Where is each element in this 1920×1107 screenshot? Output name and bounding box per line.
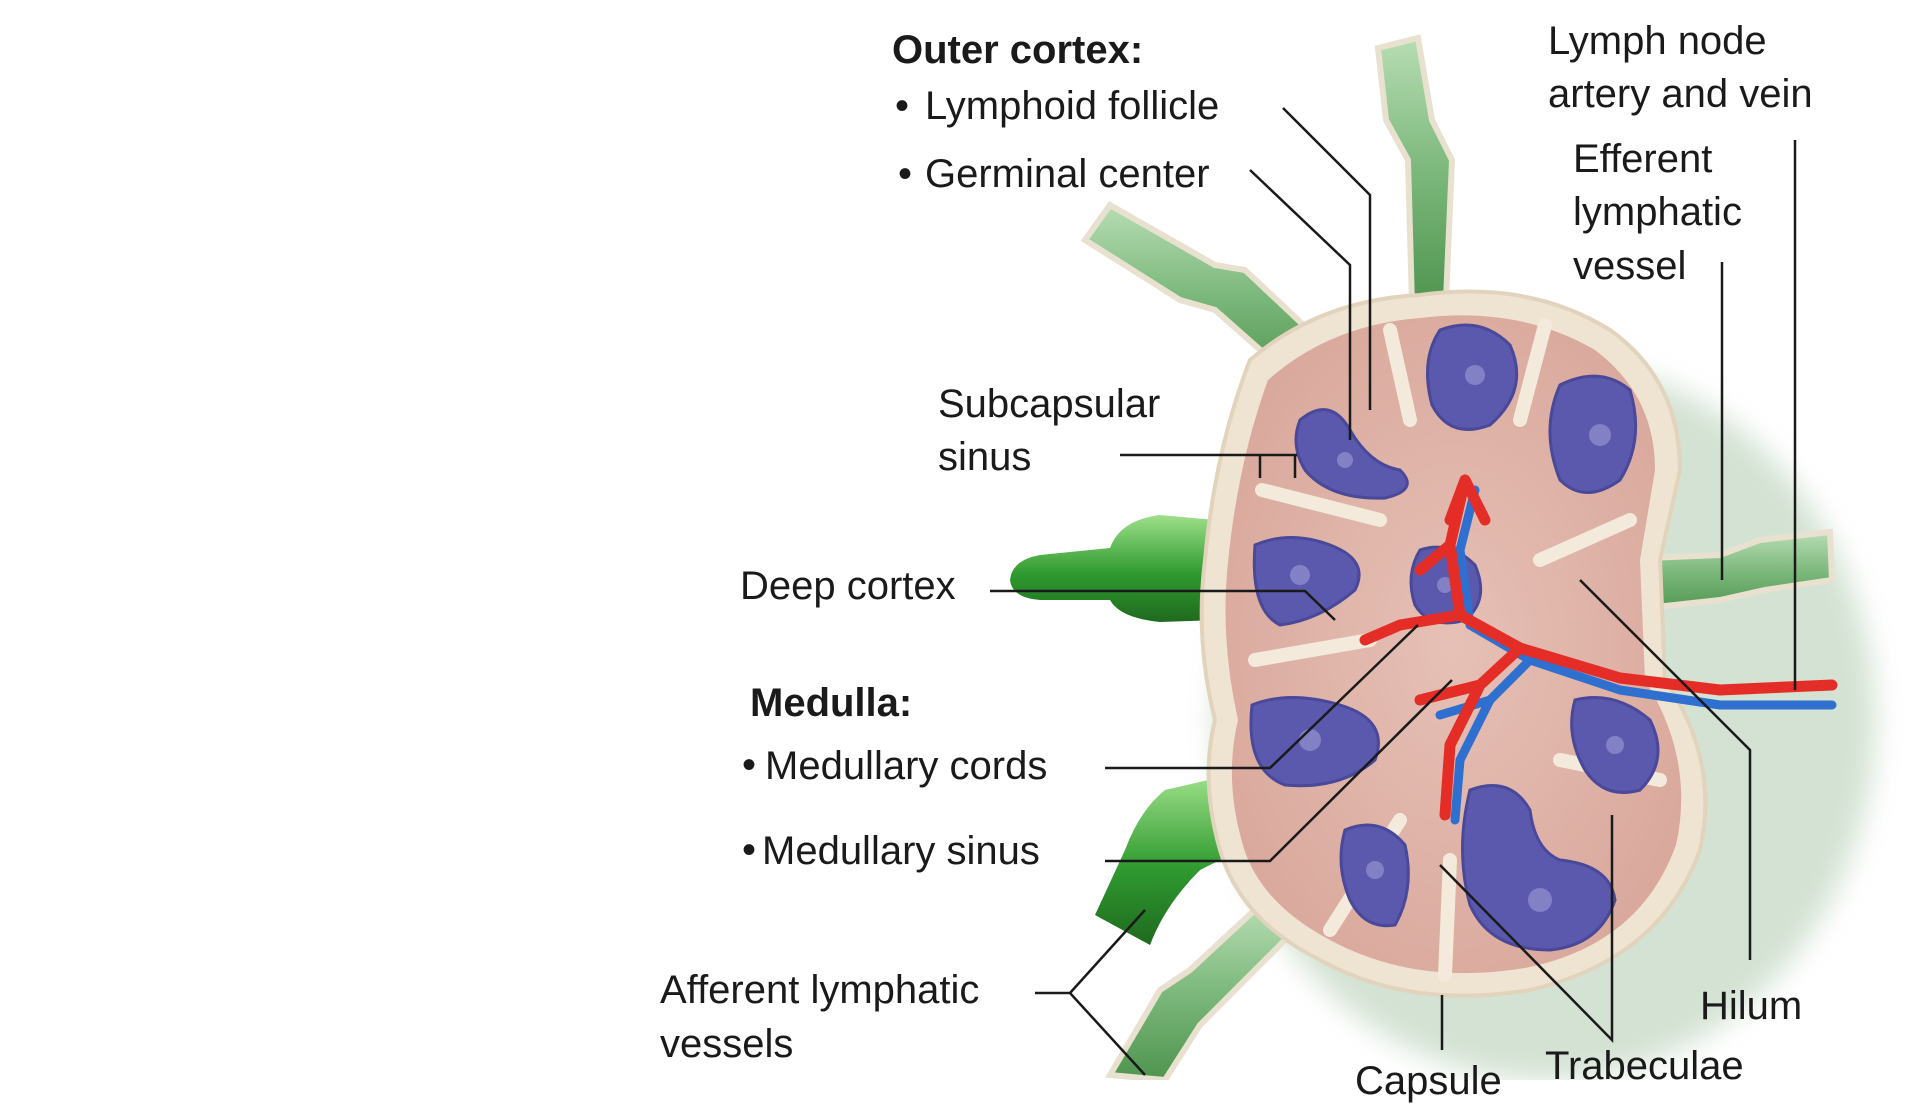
artery: [1359, 474, 1838, 821]
label-outer-cortex: Outer cortex:: [892, 28, 1144, 72]
label-deep-cortex: Deep cortex: [740, 564, 956, 608]
bullet-medullary-sinus: •: [742, 828, 757, 872]
follicle-texture: [1290, 365, 1624, 912]
leader-medullary-sinus: [1105, 679, 1453, 863]
bullet-medullary-cords: •: [742, 743, 757, 787]
leader-medullary-cords: [1105, 624, 1419, 770]
label-subcapsular-sinus: Subcapsular: [938, 382, 1161, 426]
leader-trabeculae: [1439, 815, 1614, 1044]
label-medullary-cords: Medullary cords: [765, 744, 1048, 788]
follicle: [1461, 784, 1617, 952]
bullet-lymphoid-follicle: •: [895, 84, 910, 128]
leader-subcapsular-sinus: [1120, 453, 1297, 478]
label-afferent-vessels-line2: vessels: [660, 1022, 794, 1066]
label-lymph-node-artery: Lymph node: [1548, 19, 1767, 63]
afferent-vessel-left: [1010, 515, 1220, 622]
leader-deep-cortex: [990, 589, 1336, 621]
label-lymphoid-follicle: Lymphoid follicle: [925, 84, 1220, 128]
leader-afferent-vessels: [1035, 909, 1146, 1076]
afferent-vessel-top: [1374, 34, 1456, 309]
blood-vessels: [1359, 474, 1838, 825]
label-medulla: Medulla:: [750, 681, 913, 725]
leader-lines: [990, 107, 1797, 1076]
bullet-germinal-center: •: [898, 152, 913, 196]
lymph-node-body: [1199, 289, 1708, 998]
lymph-node-illustration: [990, 34, 1875, 1080]
label-efferent-vessel-line3: vessel: [1573, 244, 1687, 288]
label-subcapsular-sinus-line2: sinus: [938, 435, 1032, 479]
leader-lymphoid-follicle: [1282, 107, 1372, 410]
follicle: [1294, 408, 1409, 500]
leader-hilum: [1579, 579, 1752, 960]
label-trabeculae: Trabeculae: [1545, 1044, 1744, 1088]
label-capsule: Capsule: [1355, 1059, 1502, 1103]
label-medullary-sinus: Medullary sinus: [762, 829, 1040, 873]
label-germinal-center: Germinal center: [925, 152, 1210, 196]
label-hilum: Hilum: [1700, 984, 1803, 1028]
lymph-node-diagram: Outer cortex: • Lymphoid follicle • Germ…: [660, 19, 1875, 1103]
leader-germinal-center: [1249, 169, 1352, 440]
label-afferent-vessels: Afferent lymphatic: [660, 968, 980, 1012]
label-efferent-vessel: Efferent: [1573, 137, 1713, 181]
label-efferent-vessel-line2: lymphatic: [1573, 190, 1742, 234]
label-lymph-node-artery-line2: artery and vein: [1548, 72, 1813, 116]
